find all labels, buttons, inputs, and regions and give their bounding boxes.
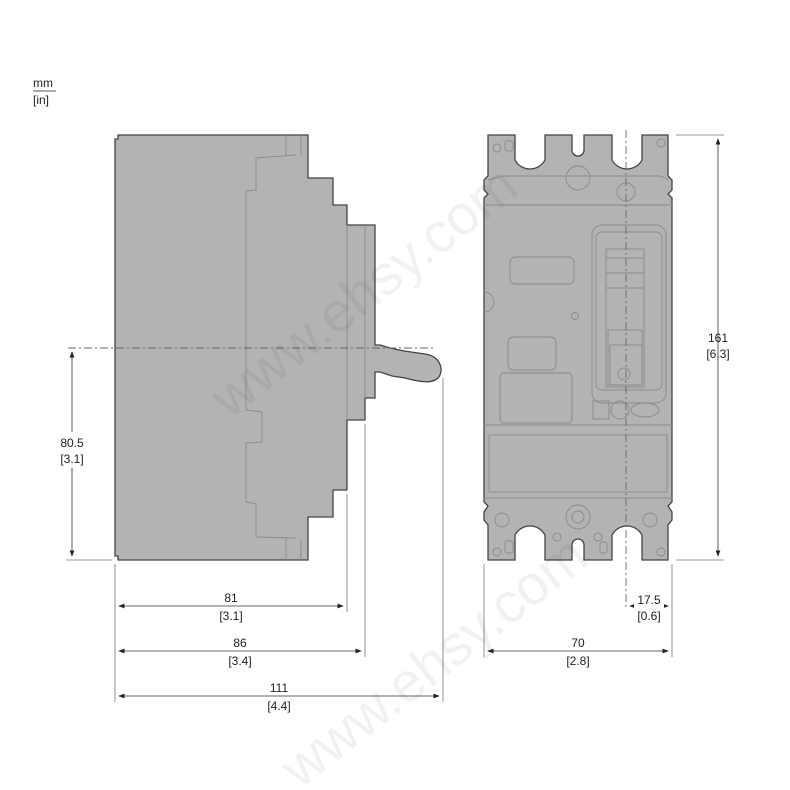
- unit-mm: mm: [33, 76, 53, 90]
- front-view: [483, 134, 673, 561]
- dim-161-in: [6.3]: [706, 347, 729, 361]
- watermark-2: www.ehsy.com: [268, 522, 599, 790]
- dim-86-in: [3.4]: [228, 654, 251, 668]
- dim-70-in: [2.8]: [566, 654, 589, 668]
- dim-17-5-mm: 17.5: [637, 593, 661, 607]
- dim-161-mm: 161: [708, 331, 728, 345]
- dim-86-mm: 86: [233, 636, 247, 650]
- dim-17-5-in: [0.6]: [637, 609, 660, 623]
- dim-111-mm: 111: [270, 681, 289, 695]
- dim-80-5-in: [3.1]: [60, 452, 83, 466]
- extension-lines: [66, 134, 724, 702]
- dim-81-mm: 81: [224, 591, 238, 605]
- dim-81-in: [3.1]: [219, 609, 242, 623]
- dim-80-5-mm: 80.5: [60, 436, 84, 450]
- unit-in: [in]: [33, 93, 49, 107]
- dim-70-mm: 70: [571, 636, 585, 650]
- side-view: [114, 134, 442, 561]
- dim-111-in: [4.4]: [267, 699, 290, 713]
